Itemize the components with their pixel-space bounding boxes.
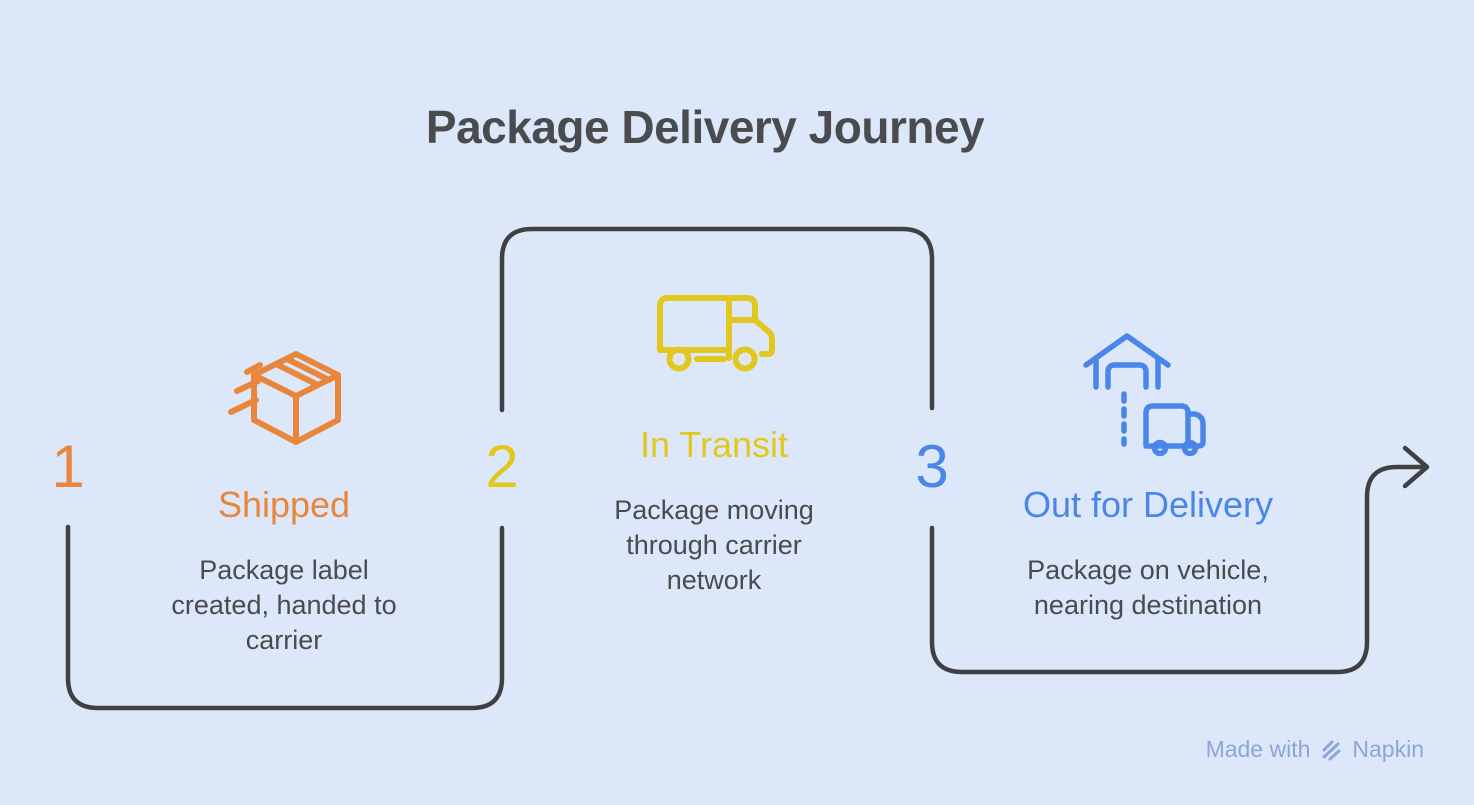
delivery-truck-icon <box>657 295 775 372</box>
step-3-desc-line: Package on vehicle, <box>1027 555 1269 585</box>
step-1-desc-line: created, handed to <box>171 590 397 620</box>
napkin-logo-icon <box>1322 740 1341 760</box>
step-3-number: 3 <box>915 433 949 500</box>
step-2-label: In Transit <box>639 424 789 465</box>
step-1-desc-line: carrier <box>245 625 323 655</box>
step-2-desc-line: Package moving <box>614 495 814 525</box>
footer-brand-text: Napkin <box>1352 736 1424 762</box>
arrow-head-icon <box>1402 445 1430 489</box>
step-2-desc-line: network <box>666 565 762 595</box>
step-3-label: Out for Delivery <box>1022 484 1274 525</box>
shipping-box-icon <box>228 351 341 445</box>
step-1-number: 1 <box>51 433 85 500</box>
home-delivery-icon <box>1083 333 1206 456</box>
footer-watermark: Made with Napkin <box>1206 736 1424 763</box>
footer-made-with-text: Made with <box>1205 736 1311 762</box>
step-2-number: 2 <box>485 433 519 500</box>
step-2-desc-line: through carrier <box>626 530 802 560</box>
step-1-description: Package label created, handed to carrier <box>74 553 494 658</box>
connector-segment-2 <box>499 226 935 413</box>
step-3-desc-line: nearing destination <box>1033 590 1263 620</box>
connector-segment-3 <box>929 464 1426 675</box>
connector-segment-1 <box>65 524 505 711</box>
page-title: Package Delivery Journey <box>425 101 985 153</box>
step-2-description: Package moving through carrier network <box>504 493 924 598</box>
step-1-label: Shipped <box>217 484 351 525</box>
step-1-desc-line: Package label <box>199 555 369 585</box>
step-3-description: Package on vehicle, nearing destination <box>938 553 1358 623</box>
